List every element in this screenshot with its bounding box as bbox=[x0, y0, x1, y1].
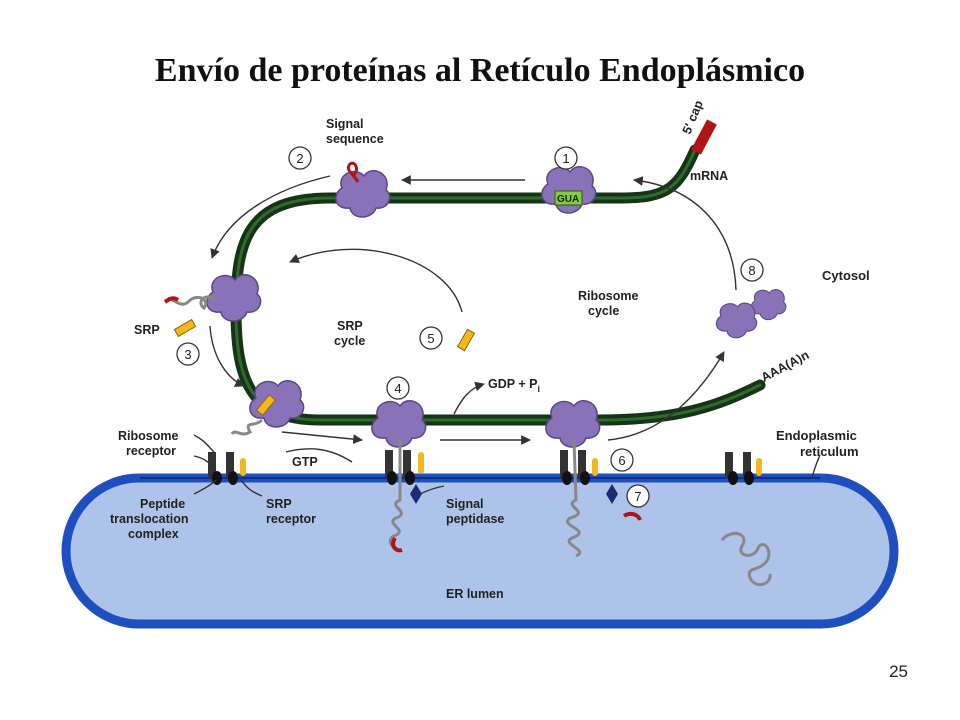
step-4: 4 bbox=[394, 381, 401, 396]
signal-peptidase-step4 bbox=[410, 484, 422, 504]
signal-tip-step4 bbox=[391, 536, 403, 553]
label-er-2: reticulum bbox=[800, 444, 859, 459]
label-er-lumen: ER lumen bbox=[446, 587, 504, 601]
label-ribosome-receptor-2: receptor bbox=[126, 444, 176, 458]
label-srp-cycle-1: SRP bbox=[337, 319, 363, 333]
srp-particle-step3 bbox=[173, 319, 197, 337]
label-ribosome-cycle-1: Ribosome bbox=[578, 289, 638, 303]
label-srp: SRP bbox=[134, 323, 160, 337]
label-cytosol: Cytosol bbox=[822, 268, 870, 283]
label-ptc-1: Peptide bbox=[140, 497, 185, 511]
label-signal-sequence-1: Signal bbox=[326, 117, 364, 131]
label-gtp: GTP bbox=[292, 455, 318, 469]
label-gdp: GDP + Pi bbox=[488, 377, 540, 394]
cycle-arrows bbox=[193, 175, 821, 497]
label-codon: GUA bbox=[557, 194, 579, 205]
label-signal-peptidase-1: Signal bbox=[446, 497, 484, 511]
step-markers: 1 2 3 4 5 6 7 8 bbox=[176, 146, 764, 508]
translocon-empty-right bbox=[725, 452, 762, 485]
step-6: 6 bbox=[618, 453, 625, 468]
codon-box bbox=[554, 190, 583, 206]
step-7: 7 bbox=[634, 489, 641, 504]
label-ribosome-receptor-1: Ribosome bbox=[118, 429, 178, 443]
ribosome-subunit-small bbox=[715, 302, 758, 339]
step-1: 1 bbox=[562, 151, 569, 166]
step-3: 3 bbox=[184, 347, 191, 362]
step-2: 2 bbox=[296, 151, 303, 166]
label-signal-sequence-2: sequence bbox=[326, 132, 384, 146]
page-number: 25 bbox=[889, 662, 908, 681]
folded-protein bbox=[720, 531, 772, 587]
label-srp-receptor-2: receptor bbox=[266, 512, 316, 526]
ribosome-step2b bbox=[206, 273, 262, 322]
label-poly-a: AAA(A)n bbox=[759, 348, 812, 385]
step-5: 5 bbox=[427, 331, 434, 346]
label-er-1: Endoplasmic bbox=[776, 428, 857, 443]
label-mrna: mRNA bbox=[690, 169, 728, 183]
translocon-step4 bbox=[385, 450, 424, 485]
label-ptc-3: complex bbox=[128, 527, 179, 541]
ribosome-step1 bbox=[541, 165, 597, 214]
srp-particle-step5 bbox=[457, 328, 475, 352]
five-prime-cap bbox=[691, 119, 717, 155]
slide-title: Envío de proteínas al Retículo Endoplásm… bbox=[154, 52, 806, 89]
signal-sequence-chain bbox=[346, 161, 360, 183]
er-lumen bbox=[61, 473, 899, 629]
label-ptc-2: translocation bbox=[110, 512, 189, 526]
signal-peptidase-step6 bbox=[606, 484, 618, 504]
nascent-chain-step3 bbox=[230, 418, 264, 436]
cleaved-signal-peptide bbox=[622, 511, 642, 521]
nascent-chain-step2b bbox=[167, 295, 216, 311]
label-srp-receptor-1: SRP bbox=[266, 497, 292, 511]
polypeptide-step6 bbox=[566, 439, 582, 558]
polypeptide-step4 bbox=[388, 440, 403, 552]
translocon-step6 bbox=[560, 450, 598, 485]
ribosome-step2 bbox=[335, 169, 391, 218]
step-8: 8 bbox=[748, 263, 755, 278]
label-ribosome-cycle-2: cycle bbox=[588, 304, 619, 318]
label-signal-peptidase-2: peptidase bbox=[446, 512, 504, 526]
ribosome-subunit-large bbox=[750, 289, 787, 321]
label-srp-cycle-2: cycle bbox=[334, 334, 365, 348]
signal-tip-step2b bbox=[163, 296, 180, 304]
